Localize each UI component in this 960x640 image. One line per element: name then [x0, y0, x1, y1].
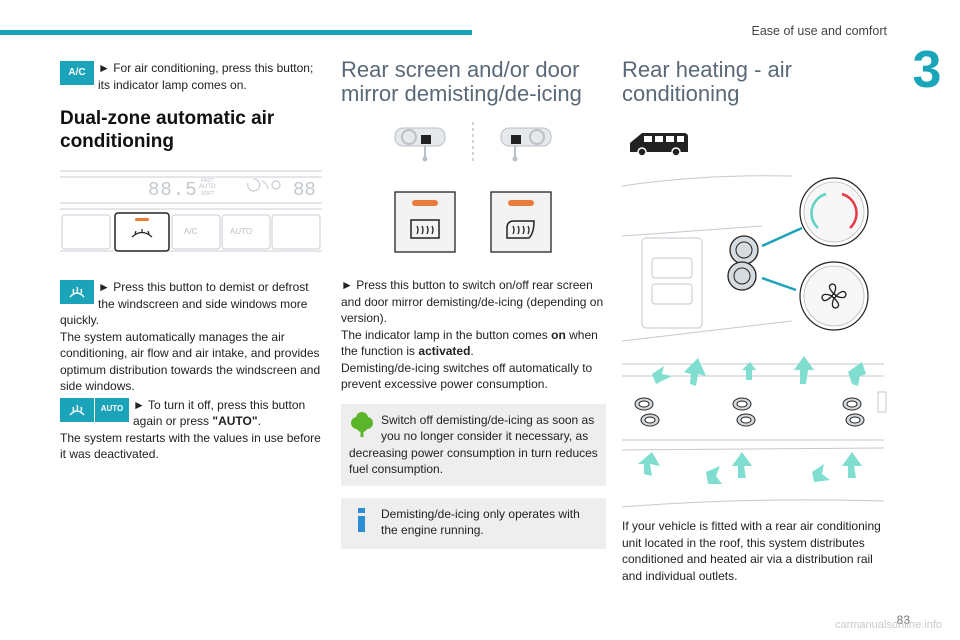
dual-zone-panel-illustration: 88.5 88 FAST AUTO SOFT A/C AUTO — [60, 165, 322, 257]
rear-screen-heading: Rear screen and/or door mirror demisting… — [341, 57, 582, 106]
mirror-left-icon — [394, 127, 446, 162]
ac-paragraph: A/C ► For air conditioning, press this b… — [60, 60, 322, 93]
indicator-text-a: The indicator lamp in the button comes — [341, 327, 552, 342]
rear-screen-button-1 — [394, 191, 456, 253]
fan-dial-icon — [799, 261, 869, 331]
column-rear-heating: Rear heating - air conditioning — [622, 50, 887, 584]
rear-screen-text-1: ► Press this button to switch on/off rea… — [341, 278, 604, 325]
van-icon — [630, 133, 688, 157]
mirror-right-icon — [500, 127, 552, 162]
demist-text: ► Press this button to demist or defrost… — [60, 280, 309, 327]
windscreen-demist-icon — [69, 286, 85, 298]
indicator-on: on — [551, 327, 566, 342]
rear-screen-illustration — [394, 122, 552, 253]
rear-screen-text-3: Demisting/de-icing switches off automati… — [341, 360, 593, 392]
soft-label: SOFT — [201, 191, 215, 197]
restart-text: The system restarts with the values in u… — [60, 430, 321, 462]
eco-note-text: Switch off demisting/de-icing as soon as… — [349, 412, 598, 477]
eco-note: Switch off demisting/de-icing as soon as… — [341, 403, 606, 486]
panel-auto-button-label: AUTO — [230, 227, 253, 236]
windscreen-demist-badge-2 — [60, 397, 94, 422]
display-right: 88 — [293, 179, 316, 201]
page-number: 83 — [896, 613, 910, 627]
fast-label: FAST — [201, 178, 214, 184]
rear-heating-text: If your vehicle is fitted with a rear ai… — [622, 519, 881, 583]
display-left: 88.5 — [148, 179, 198, 201]
panel-ac-button-label: A/C — [184, 227, 198, 236]
auto-badge: AUTO — [95, 397, 129, 422]
info-note-text: Demisting/de-icing only operates with th… — [381, 506, 580, 538]
section-title: Ease of use and comfort — [751, 24, 888, 38]
demist-paragraph: ► Press this button to demist or defrost… — [60, 279, 322, 329]
rear-heating-heading: Rear heating - air conditioning — [622, 57, 792, 106]
windscreen-demist-badge — [60, 280, 94, 304]
temperature-dial-icon — [799, 177, 869, 247]
temperature-knob — [729, 235, 759, 265]
chapter-number: 3 — [912, 41, 942, 99]
dual-zone-heading: Dual-zone automatic air conditioning — [60, 108, 275, 152]
header-bar — [0, 30, 472, 35]
turn-off-text: ► To turn it off, press this button agai… — [133, 397, 306, 429]
indicator-text-c: when the function is — [341, 327, 598, 359]
auto-bold: "AUTO" — [212, 414, 258, 428]
ac-badge: A/C — [60, 61, 94, 85]
column-rear-screen: Rear screen and/or door mirror demisting… — [341, 50, 606, 549]
rear-screen-text-2: The indicator lamp in the button comes o… — [341, 327, 606, 360]
rear-heating-controls-illustration — [622, 175, 869, 342]
indicator-activated: activated — [418, 344, 471, 358]
ac-text: ► For air conditioning, press this butto… — [98, 61, 314, 92]
info-icon — [358, 507, 365, 532]
demist-explanation: The system automatically manages the air… — [60, 329, 321, 394]
info-note: Demisting/de-icing only operates with th… — [341, 497, 606, 549]
rear-air-distribution-illustration — [622, 356, 887, 508]
indicator-text-e: . — [470, 344, 474, 358]
rear-screen-button-2 — [490, 191, 552, 253]
turn-off-paragraph: AUTO ► To turn it off, press this button… — [60, 397, 322, 430]
windscreen-demist-icon — [69, 404, 85, 415]
fan-knob — [727, 261, 757, 291]
watermark: carmanualsonline.info — [834, 619, 942, 631]
turn-off-end: . — [257, 414, 261, 428]
eco-tree-icon — [351, 411, 373, 437]
auto-label: AUTO — [199, 184, 216, 190]
column-dual-zone: A/C ► For air conditioning, press this b… — [60, 50, 322, 463]
